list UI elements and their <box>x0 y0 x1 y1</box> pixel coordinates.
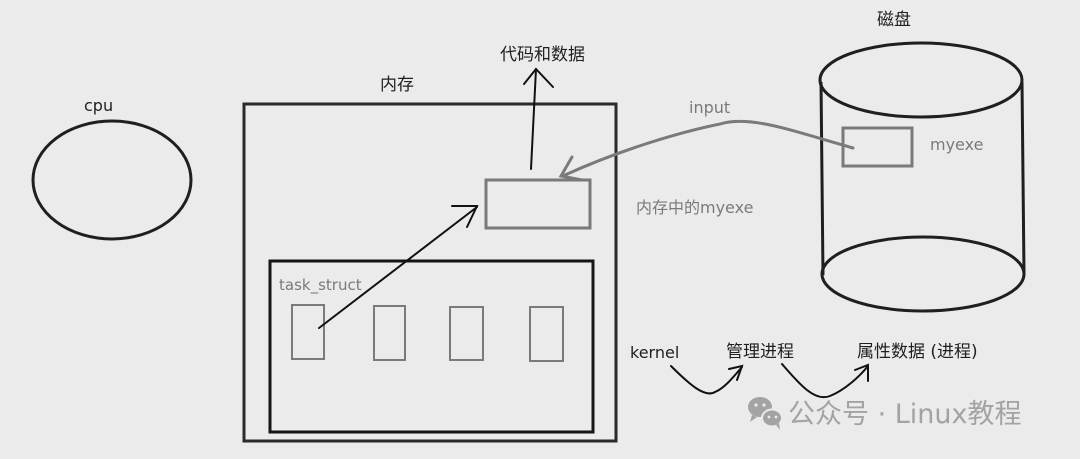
kernel-label: kernel <box>630 343 680 362</box>
kernel-flow-arrows <box>670 363 869 399</box>
cpu-ellipse <box>31 119 193 241</box>
task-struct-item-4 <box>529 306 564 362</box>
disk-label: 磁盘 <box>877 10 911 30</box>
input-arrow <box>558 119 855 182</box>
memory-box <box>242 102 618 443</box>
watermark-text: 公众号 · Linux教程 <box>788 399 1022 430</box>
disk-cylinder <box>818 41 1026 313</box>
task-struct-item-3 <box>449 306 484 361</box>
input-label: input <box>689 98 731 117</box>
myexe-in-memory-label: 内存中的myexe <box>636 198 754 217</box>
task-struct-item-2 <box>373 305 406 361</box>
code-data-label: 代码和数据 <box>500 45 585 65</box>
task-struct-item-1 <box>291 304 325 360</box>
attribute-data-label: 属性数据 (进程) <box>857 342 978 362</box>
memory-label: 内存 <box>380 75 414 95</box>
task-struct-label: task_struct <box>279 276 362 294</box>
myexe-label: myexe <box>930 135 984 154</box>
disk-myexe-box <box>841 126 914 168</box>
cpu-label: cpu <box>84 96 114 115</box>
manage-process-label: 管理进程 <box>726 342 794 362</box>
memory-myexe-box <box>484 178 592 230</box>
pointer-arrow <box>318 205 479 329</box>
wechat-icon <box>748 397 783 430</box>
task-struct-box <box>268 259 595 434</box>
code-data-arrow <box>523 67 554 170</box>
